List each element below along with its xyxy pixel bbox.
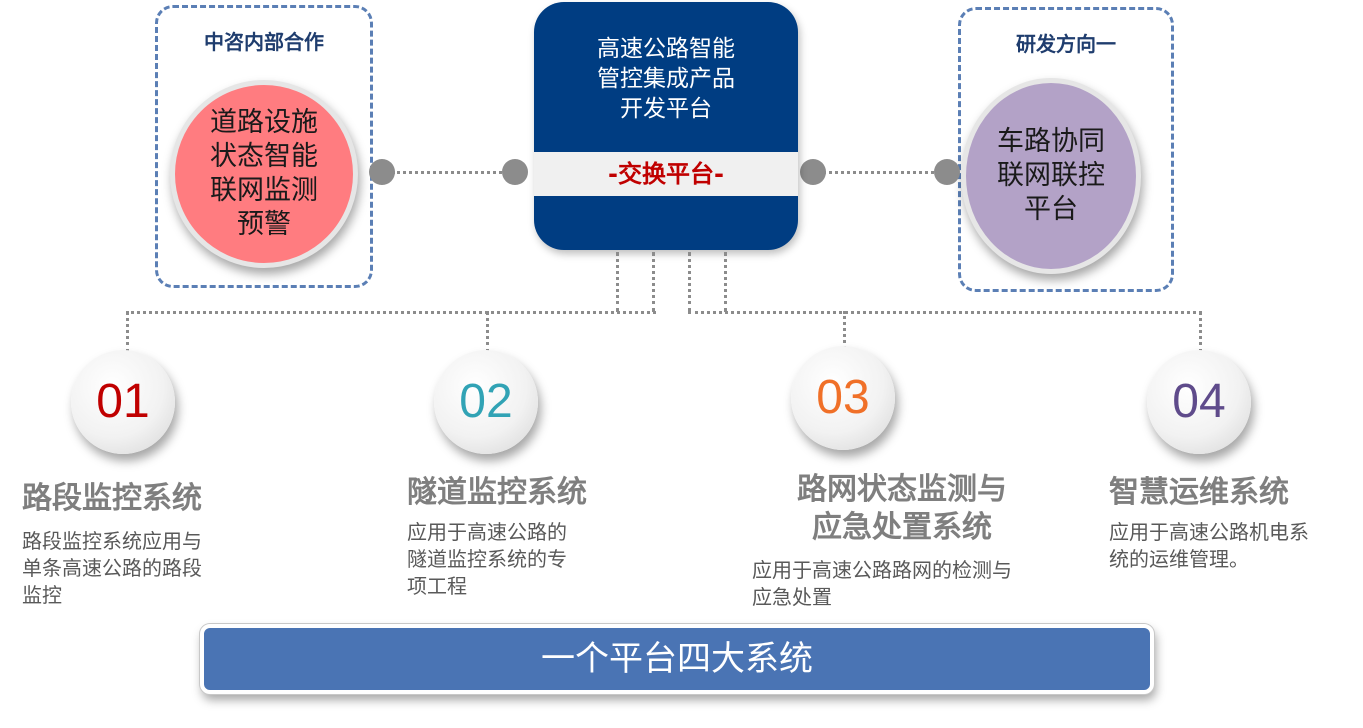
right-circle-line: 联网联控 [997, 160, 1105, 191]
system-title-line: 隧道监控系统 [407, 475, 587, 510]
summary-banner: 一个平台四大系统 [200, 624, 1154, 694]
right-circle: 车路协同 联网联控 平台 [961, 78, 1141, 274]
tree-stem-line [724, 252, 727, 312]
system-number-circle: 02 [434, 350, 538, 454]
system-number-circle: 01 [71, 350, 175, 454]
right-connector-line [822, 171, 948, 174]
right-circle-line: 车路协同 [997, 126, 1105, 157]
center-title-line: 高速公路智能 [597, 36, 735, 62]
tree-stem-line [616, 252, 619, 312]
system-title-line: 智慧运维系统 [1109, 475, 1289, 510]
tree-stem-line [652, 252, 655, 312]
left-circle-line: 预警 [237, 209, 291, 240]
tree-branch-right [688, 311, 1202, 314]
system-desc-line: 监控 [22, 583, 62, 607]
left-circle: 道路设施 状态智能 联网监测 预警 [170, 80, 358, 268]
system-desc-line: 应用于高速公路路网的检测与 [752, 558, 1012, 582]
center-platform: 高速公路智能 管控集成产品 开发平台 -交换平台- [534, 2, 798, 250]
system-desc-line: 应用于高速公路机电系 [1109, 520, 1309, 544]
system-description: 应用于高速公路路网的检测与 应急处置 [752, 557, 1012, 611]
tree-drop-line [486, 311, 489, 353]
system-title-line: 路段监控系统 [22, 481, 202, 516]
system-title: 路网状态监测与 应急处置系统 [752, 471, 1052, 547]
tree-drop-line [843, 311, 846, 349]
system-description: 应用于高速公路机电系 统的运维管理。 [1109, 519, 1309, 573]
system-desc-line: 路段监控系统应用与 [22, 529, 202, 553]
right-frame: 研发方向一 [958, 7, 1174, 292]
left-connector-dot [502, 159, 528, 185]
system-title-line: 路网状态监测与 [797, 472, 1007, 507]
tree-drop-line [1199, 311, 1202, 353]
exchange-platform-label: -交换平台- [534, 152, 798, 196]
tree-branch-left [126, 311, 656, 314]
center-platform-title: 高速公路智能 管控集成产品 开发平台 [534, 34, 798, 124]
system-number-circle: 04 [1147, 350, 1251, 454]
system-desc-line: 项工程 [407, 574, 467, 598]
right-frame-title: 研发方向一 [1016, 32, 1116, 56]
system-title: 路段监控系统 [22, 480, 202, 518]
system-number-circle: 03 [791, 346, 895, 450]
left-circle-line: 道路设施 [210, 107, 318, 138]
system-title: 隧道监控系统 [407, 474, 587, 512]
system-description: 路段监控系统应用与 单条高速公路的路段 监控 [22, 528, 202, 609]
system-desc-line: 单条高速公路的路段 [22, 556, 202, 580]
right-circle-line: 平台 [1024, 194, 1078, 225]
left-circle-line: 状态智能 [210, 141, 318, 172]
tree-drop-line [126, 311, 129, 353]
system-description: 应用于高速公路的 隧道监控系统的专 项工程 [407, 519, 567, 600]
right-connector-dot [934, 159, 960, 185]
left-frame-title: 中咨内部合作 [204, 30, 324, 54]
system-desc-line: 隧道监控系统的专 [407, 547, 567, 571]
system-title-line: 应急处置系统 [812, 510, 992, 545]
center-title-line: 开发平台 [620, 96, 712, 122]
system-desc-line: 统的运维管理。 [1109, 547, 1249, 571]
left-circle-line: 联网监测 [210, 175, 318, 206]
center-title-line: 管控集成产品 [597, 66, 735, 92]
left-connector-dot [369, 159, 395, 185]
right-connector-dot [800, 159, 826, 185]
left-connector-line [392, 171, 514, 174]
system-desc-line: 应急处置 [752, 585, 832, 609]
system-desc-line: 应用于高速公路的 [407, 520, 567, 544]
system-title: 智慧运维系统 [1109, 474, 1289, 512]
tree-stem-line [688, 252, 691, 312]
left-frame: 中咨内部合作 [155, 5, 373, 288]
